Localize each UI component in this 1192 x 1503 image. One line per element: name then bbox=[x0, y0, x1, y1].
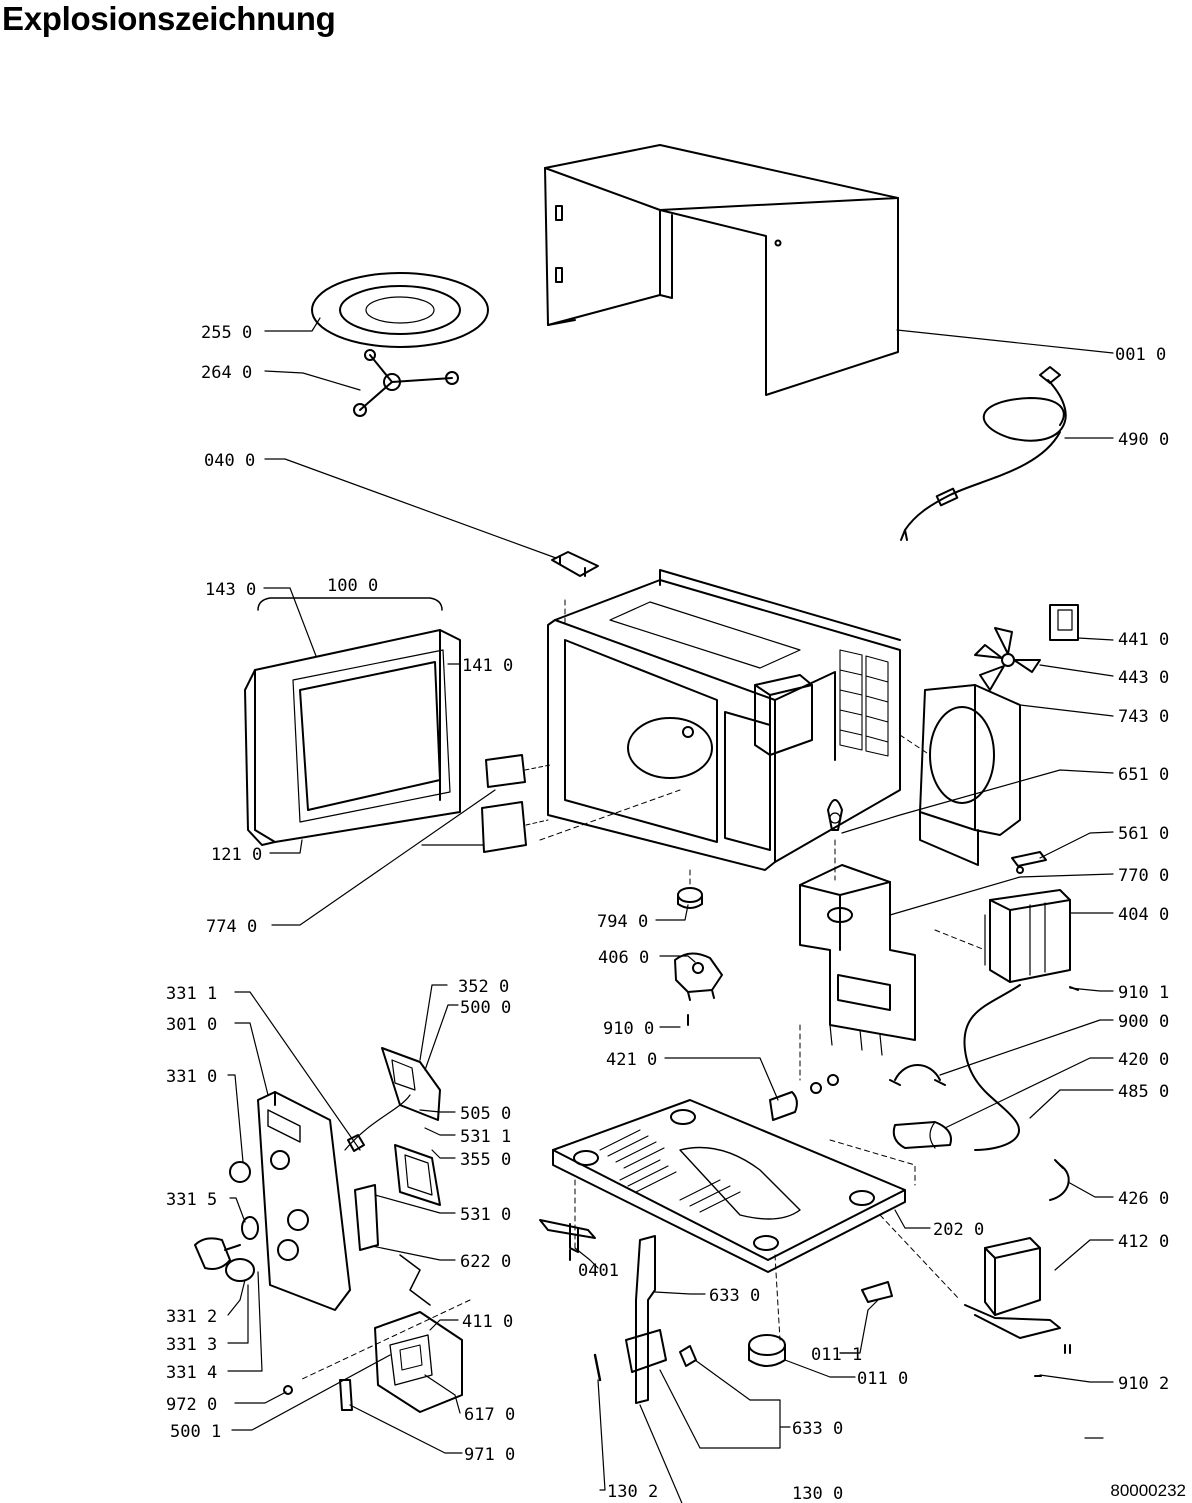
part-label: 100 0 bbox=[327, 576, 378, 596]
part-label: 743 0 bbox=[1118, 707, 1169, 727]
outer-casing bbox=[544, 144, 899, 396]
part-label: 331 4 bbox=[166, 1363, 217, 1383]
part-label: 202 0 bbox=[933, 1220, 984, 1240]
part-label: 141 0 bbox=[462, 656, 513, 676]
low-voltage-transformer bbox=[964, 1237, 1066, 1354]
bracket bbox=[551, 551, 599, 577]
part-label: 264 0 bbox=[201, 363, 252, 383]
part-label: 0401 bbox=[578, 1261, 619, 1281]
part-label: 531 0 bbox=[460, 1205, 511, 1225]
part-label: 331 3 bbox=[166, 1335, 217, 1355]
part-label: 485 0 bbox=[1118, 1082, 1169, 1102]
part-label: 420 0 bbox=[1118, 1050, 1169, 1070]
power-cord bbox=[900, 366, 1067, 541]
part-label: 331 0 bbox=[166, 1067, 217, 1087]
oven-chassis bbox=[547, 569, 901, 871]
part-label: 633 0 bbox=[709, 1286, 760, 1306]
part-label: 001 0 bbox=[1115, 345, 1166, 365]
part-label: 426 0 bbox=[1118, 1189, 1169, 1209]
part-label: 411 0 bbox=[462, 1312, 513, 1332]
part-label: 331 5 bbox=[166, 1190, 217, 1210]
base-plate bbox=[552, 1099, 906, 1273]
capacitor bbox=[892, 1121, 952, 1149]
capacitor-clip bbox=[889, 1064, 946, 1086]
lamp bbox=[827, 799, 843, 831]
fan-blade bbox=[974, 627, 1041, 691]
thermostat bbox=[1011, 851, 1047, 874]
part-label: 255 0 bbox=[201, 323, 252, 343]
part-label: 561 0 bbox=[1118, 824, 1169, 844]
part-label: 971 0 bbox=[464, 1445, 515, 1465]
part-label: 143 0 bbox=[205, 580, 256, 600]
part-label: 301 0 bbox=[166, 1015, 217, 1035]
motor-bushing bbox=[769, 1074, 839, 1121]
turntable-motor bbox=[674, 952, 723, 1001]
part-label: 040 0 bbox=[204, 451, 255, 471]
part-label: 406 0 bbox=[598, 948, 649, 968]
page-title: Explosionszeichnung bbox=[2, 0, 336, 37]
leader-lines bbox=[227, 317, 1114, 1503]
coupler bbox=[677, 887, 703, 909]
document-number: 80000232 bbox=[1110, 1481, 1186, 1500]
interlock-switch bbox=[593, 1235, 697, 1404]
turntable-plate bbox=[311, 272, 489, 348]
part-label: 490 0 bbox=[1118, 430, 1169, 450]
air-guide bbox=[919, 684, 1021, 866]
wave-guide bbox=[799, 864, 916, 1056]
roller-support bbox=[353, 349, 459, 417]
part-label: 505 0 bbox=[460, 1104, 511, 1124]
fan-motor bbox=[1049, 604, 1079, 641]
screws bbox=[569, 986, 1079, 1377]
part-label: 910 0 bbox=[603, 1019, 654, 1039]
part-label: 331 2 bbox=[166, 1307, 217, 1327]
part-label: 531 1 bbox=[460, 1127, 511, 1147]
part-label: 121 0 bbox=[211, 845, 262, 865]
part-labels: 255 0 264 0 001 0 490 0 040 0 143 0 100 … bbox=[166, 323, 1169, 1503]
part-label: 441 0 bbox=[1118, 630, 1169, 650]
part-label: 500 1 bbox=[170, 1422, 221, 1442]
part-label: 404 0 bbox=[1118, 905, 1169, 925]
part-label: 352 0 bbox=[458, 977, 509, 997]
part-label: 421 0 bbox=[606, 1050, 657, 1070]
part-label: 910 1 bbox=[1118, 983, 1169, 1003]
part-label: 972 0 bbox=[166, 1395, 217, 1415]
filter-pads bbox=[481, 754, 551, 853]
door-assembly bbox=[244, 597, 461, 846]
part-label: 011 1 bbox=[811, 1345, 862, 1365]
part-label: 794 0 bbox=[597, 912, 648, 932]
part-label: 443 0 bbox=[1118, 668, 1169, 688]
knobs bbox=[194, 1134, 365, 1282]
part-label: 910 2 bbox=[1118, 1374, 1169, 1394]
control-board bbox=[344, 1047, 441, 1306]
part-label: 633 0 bbox=[792, 1419, 843, 1439]
part-label: 355 0 bbox=[460, 1150, 511, 1170]
part-label: 331 1 bbox=[166, 984, 217, 1004]
part-label: 011 0 bbox=[857, 1369, 908, 1389]
part-label: 617 0 bbox=[464, 1405, 515, 1425]
part-label: 774 0 bbox=[206, 917, 257, 937]
part-label: 900 0 bbox=[1118, 1012, 1169, 1032]
assembly-dashes bbox=[299, 599, 986, 1381]
bracket-0401 bbox=[539, 1219, 596, 1253]
part-label: 622 0 bbox=[460, 1252, 511, 1272]
part-label: 130 2 bbox=[607, 1482, 658, 1502]
control-panel bbox=[257, 1091, 351, 1311]
hv-transformer bbox=[963, 889, 1071, 1151]
part-label: 500 0 bbox=[460, 998, 511, 1018]
power-board bbox=[283, 1311, 463, 1413]
hv-diode bbox=[1049, 1159, 1070, 1201]
part-label: 770 0 bbox=[1118, 866, 1169, 886]
part-label: 412 0 bbox=[1118, 1232, 1169, 1252]
part-label: 651 0 bbox=[1118, 765, 1169, 785]
part-label: 130 0 bbox=[792, 1484, 843, 1503]
